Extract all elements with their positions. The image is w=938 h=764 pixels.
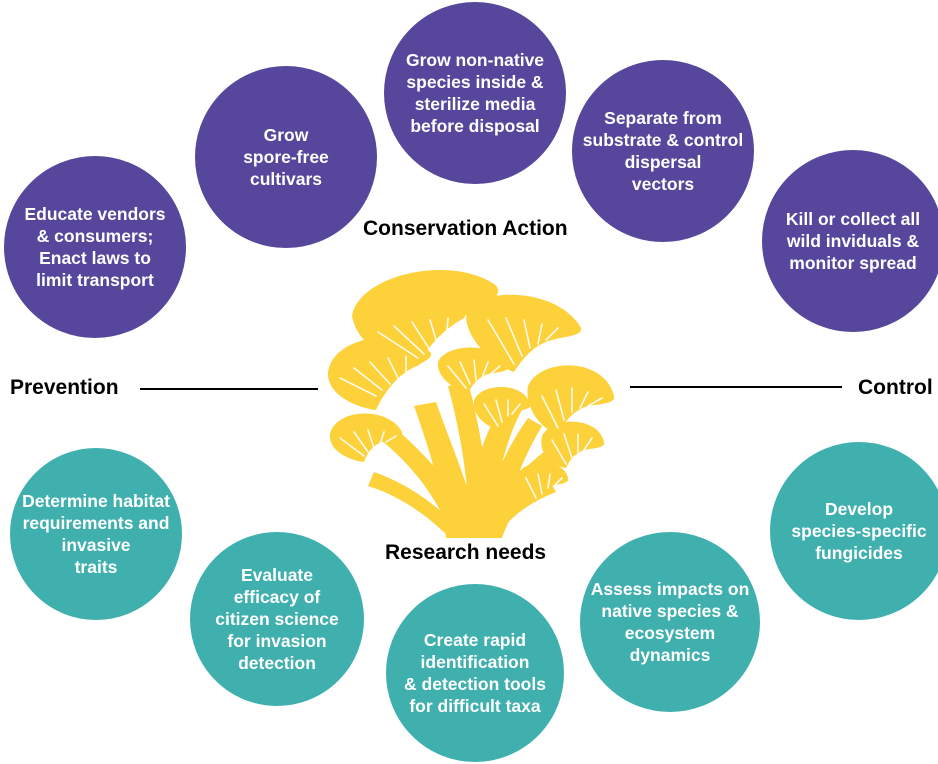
action-text: Separate from substrate & control disper…	[582, 108, 744, 194]
research-circle-fungicides: Develop species-specific fungicides	[768, 440, 938, 622]
action-circle-spore-free: Grow spore-free cultivars	[193, 64, 379, 250]
research-circle-rapid-identification: Create rapid identification & detection …	[384, 582, 566, 764]
oyster-mushroom-cluster-icon	[328, 270, 615, 538]
action-text: Kill or collect all wild inviduals & mon…	[785, 209, 921, 273]
action-circle-educate: Educate vendors & consumers; Enact laws …	[2, 154, 188, 340]
research-text: Assess impacts on native species & ecosy…	[590, 579, 750, 665]
research-circle-citizen-science: Evaluate efficacy of citizen science for…	[188, 530, 366, 708]
control-line	[630, 386, 842, 388]
research-text: Evaluate efficacy of citizen science for…	[215, 565, 339, 673]
conservation-action-heading: Conservation Action	[363, 217, 568, 240]
research-circle-assess-impacts: Assess impacts on native species & ecosy…	[578, 530, 762, 714]
research-circle-habitat: Determine habitat requirements and invas…	[8, 446, 184, 622]
action-text: Grow spore-free cultivars	[243, 125, 329, 189]
prevention-line	[140, 388, 318, 390]
research-text: Determine habitat requirements and invas…	[22, 491, 170, 577]
action-text: Grow non-native species inside & sterili…	[405, 50, 545, 136]
action-circle-separate: Separate from substrate & control disper…	[570, 58, 756, 244]
action-circle-kill-collect: Kill or collect all wild inviduals & mon…	[760, 148, 938, 334]
research-text: Create rapid identification & detection …	[404, 630, 546, 716]
control-label: Control	[858, 376, 933, 399]
research-needs-heading: Research needs	[385, 541, 547, 564]
prevention-label: Prevention	[10, 376, 119, 399]
action-text: Educate vendors & consumers; Enact laws …	[24, 204, 166, 290]
research-text: Develop species-specific fungicides	[791, 499, 927, 563]
action-circle-grow-inside: Grow non-native species inside & sterili…	[382, 0, 568, 186]
